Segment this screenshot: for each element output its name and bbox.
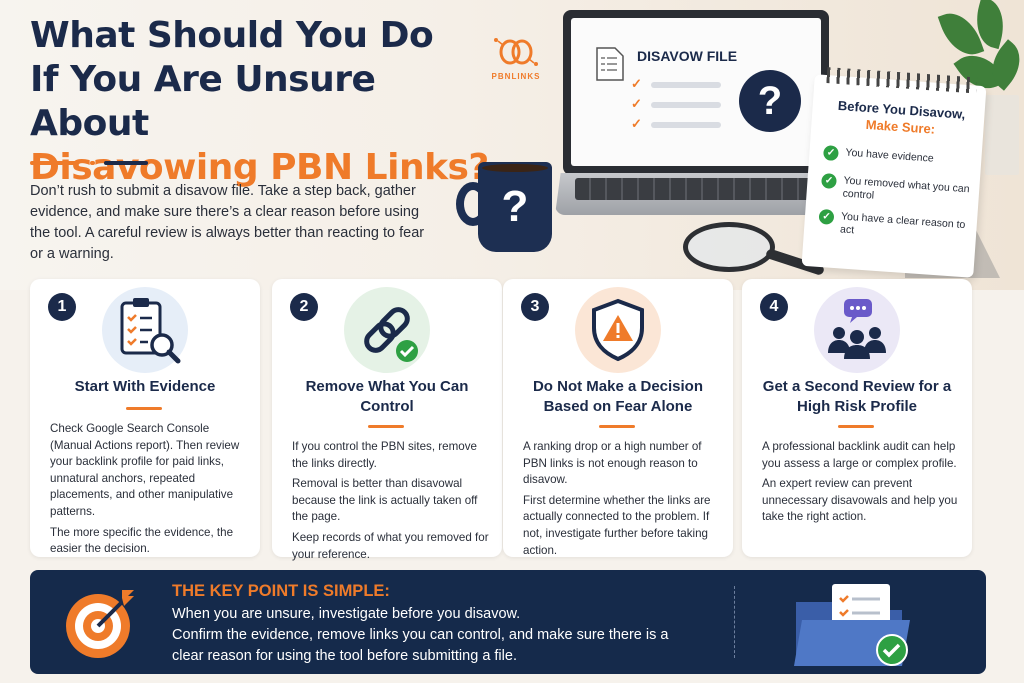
question-circle-icon: ? bbox=[739, 70, 801, 132]
laptop-screen: DISAVOW FILE ✓ ✓ ✓ ? bbox=[571, 18, 821, 166]
plant-pot bbox=[985, 95, 1019, 175]
title-underline bbox=[126, 407, 162, 410]
green-check-icon: ✓ bbox=[822, 145, 839, 162]
checklist-item: ✓ You removed what you can control bbox=[820, 172, 971, 209]
check-icon: ✓ bbox=[631, 76, 642, 91]
banner-title: THE KEY POINT IS SIMPLE: bbox=[172, 582, 390, 600]
question-mark-icon: ? bbox=[501, 182, 529, 231]
target-arrow-icon bbox=[62, 584, 140, 662]
step-number: 4 bbox=[760, 293, 788, 321]
text-line bbox=[651, 82, 721, 88]
banner-divider bbox=[734, 586, 735, 658]
green-check-icon: ✓ bbox=[820, 172, 837, 189]
logo-text: PBNLINKS bbox=[491, 72, 541, 81]
title-underline bbox=[838, 425, 874, 428]
clipboard-magnifier-icon bbox=[102, 287, 188, 373]
banner-text: When you are unsure, investigate before … bbox=[172, 604, 692, 667]
laptop-illustration: DISAVOW FILE ✓ ✓ ✓ ? bbox=[555, 10, 837, 235]
chain-links-logo-icon bbox=[494, 38, 538, 66]
checklist-item: ✓ You have a clear reason to act bbox=[818, 208, 969, 245]
title-divider bbox=[30, 161, 150, 167]
step-card-2: 2 Remove What You Can Control If you con… bbox=[272, 279, 502, 561]
step-number: 2 bbox=[290, 293, 318, 321]
brand-logo: PBNLINKS bbox=[486, 32, 546, 86]
text-line bbox=[651, 122, 721, 128]
card-body: Check Google Search Console (Manual Acti… bbox=[50, 422, 240, 556]
step-card-4: 4 Get a Second Review for a High Risk Pr… bbox=[742, 279, 972, 557]
team-chat-icon bbox=[814, 287, 900, 373]
card-title: Start With Evidence bbox=[74, 378, 216, 395]
card-title: Remove What You Can Control bbox=[305, 378, 469, 415]
card-body: A ranking drop or a high number of PBN l… bbox=[523, 440, 711, 557]
screen-title: DISAVOW FILE bbox=[637, 48, 738, 64]
laptop-screen-frame: DISAVOW FILE ✓ ✓ ✓ ? bbox=[563, 10, 829, 175]
card-title: Get a Second Review for a High Risk Prof… bbox=[762, 378, 952, 415]
checklist-item: ✓ You have evidence bbox=[822, 145, 974, 168]
step-card-1: 1 Start With Evidence Check Google Searc… bbox=[30, 279, 260, 557]
magnifying-glass-icon bbox=[683, 222, 826, 282]
key-point-banner: THE KEY POINT IS SIMPLE: When you are un… bbox=[30, 570, 986, 674]
text-line bbox=[651, 102, 721, 108]
keyboard-keys bbox=[575, 178, 817, 200]
folder-checklist-icon bbox=[788, 580, 918, 672]
banner-line-2: Confirm the evidence, remove links you c… bbox=[172, 627, 669, 664]
coffee-mug: ? bbox=[456, 162, 558, 254]
title-line-2: If You Are Unsure About bbox=[30, 59, 376, 144]
page-title: What Should You Do If You Are Unsure Abo… bbox=[30, 14, 500, 190]
intro-paragraph: Don’t rush to submit a disavow file. Tak… bbox=[30, 183, 425, 262]
chain-link-check-icon bbox=[344, 287, 430, 373]
card-body: A professional backlink audit can help y… bbox=[762, 440, 958, 524]
step-number: 3 bbox=[521, 293, 549, 321]
coffee bbox=[482, 164, 548, 172]
title-line-1: What Should You Do bbox=[30, 15, 434, 56]
warning-shield-icon bbox=[575, 287, 661, 373]
title-underline bbox=[599, 425, 635, 428]
card-title: Do Not Make a Decision Based on Fear Alo… bbox=[532, 378, 704, 415]
step-number: 1 bbox=[48, 293, 76, 321]
check-icon: ✓ bbox=[631, 96, 642, 111]
document-icon bbox=[596, 47, 624, 81]
checklist-calendar: Before You Disavow, Make Sure: ✓ You hav… bbox=[801, 67, 987, 278]
card-body: If you control the PBN sites, remove the… bbox=[292, 440, 489, 561]
title-line-3: Disavowing PBN Links? bbox=[30, 147, 489, 188]
step-card-3: 3 Do Not Make a Decision Based on Fear A… bbox=[503, 279, 733, 557]
magnifier-lens bbox=[683, 222, 775, 272]
mug-body bbox=[478, 162, 552, 252]
check-icon: ✓ bbox=[631, 116, 642, 131]
banner-line-1: When you are unsure, investigate before … bbox=[172, 606, 521, 622]
green-check-icon: ✓ bbox=[818, 208, 835, 225]
title-underline bbox=[368, 425, 404, 428]
